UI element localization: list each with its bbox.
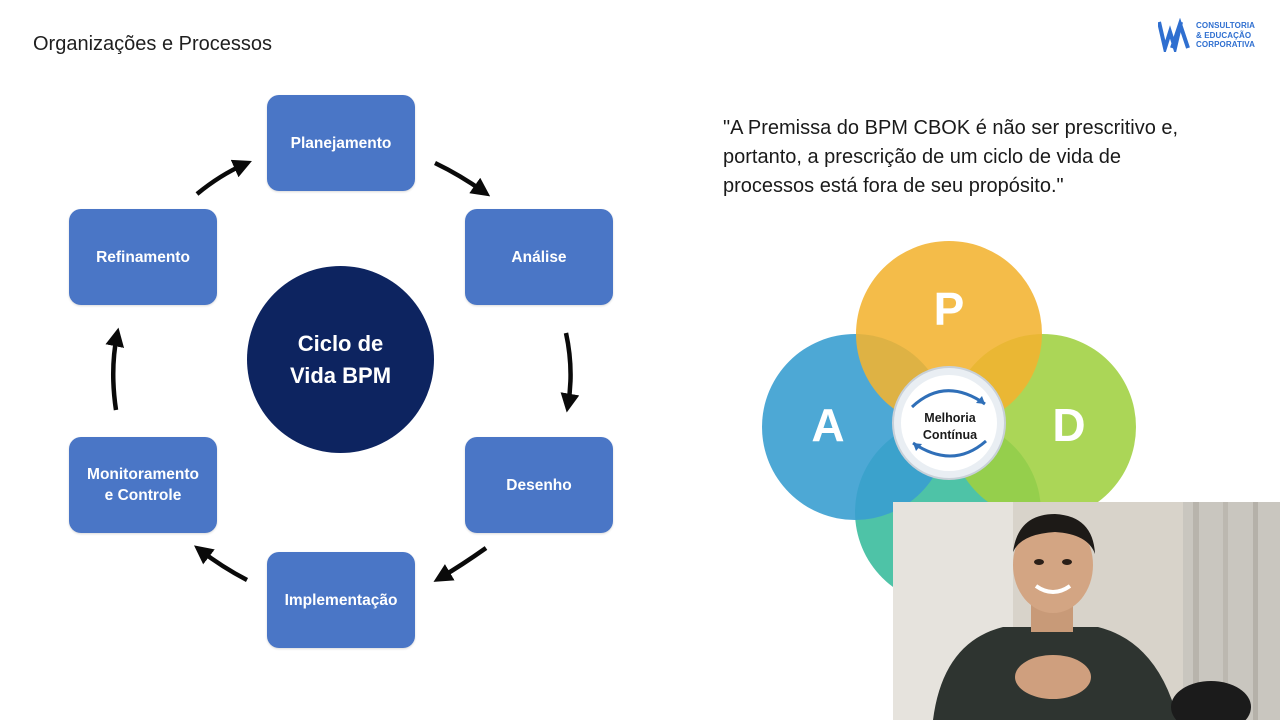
cycle-arrows — [105, 159, 580, 582]
presenter-webcam — [893, 502, 1280, 720]
slide-title: Organizações e Processos — [33, 33, 273, 55]
bpm-cbok-quote: "A Premissa do BPM CBOK é não ser prescr… — [723, 117, 1179, 197]
continuous-improvement-label: Melhoria Contínua — [922, 411, 978, 442]
refresh-arrow-bottom-icon — [912, 439, 987, 458]
arrow-desenho-implementacao — [433, 546, 488, 582]
company-logo: CONSULTORIA & EDUCAÇÃO CORPORATIVA — [1158, 18, 1268, 54]
pdca-letter-p: P — [933, 283, 965, 335]
step-refinamento: Refinamento — [69, 209, 217, 305]
arrow-analise-desenho — [560, 332, 580, 413]
arrow-refinamento-planejamento — [195, 159, 252, 196]
pdca-letter-d: D — [1052, 399, 1086, 451]
step-analise: Análise — [465, 209, 613, 305]
pdca-letter-a: A — [811, 399, 845, 451]
logo-text: CONSULTORIA & EDUCAÇÃO CORPORATIVA — [1196, 21, 1256, 49]
pdca-diagram — [762, 241, 1136, 605]
step-monitoramento-controle: Monitoramento e Controle — [69, 437, 217, 533]
arrow-planejamento-analise — [434, 160, 491, 197]
wa-monogram-icon — [1158, 18, 1190, 52]
step-implementacao: Implementação — [267, 552, 415, 648]
arrow-implementacao-monitoramento — [194, 545, 249, 582]
presenter-webcam-icon — [893, 502, 1280, 720]
cycle-center: Ciclo de Vida BPM — [247, 266, 434, 453]
arrow-monitoramento-refinamento — [105, 327, 125, 411]
step-planejamento: Planejamento — [267, 95, 415, 191]
pdca-core — [901, 375, 997, 471]
pdca-circle-p — [856, 241, 1042, 427]
step-desenho: Desenho — [465, 437, 613, 533]
refresh-arrow-top-icon — [910, 389, 986, 409]
